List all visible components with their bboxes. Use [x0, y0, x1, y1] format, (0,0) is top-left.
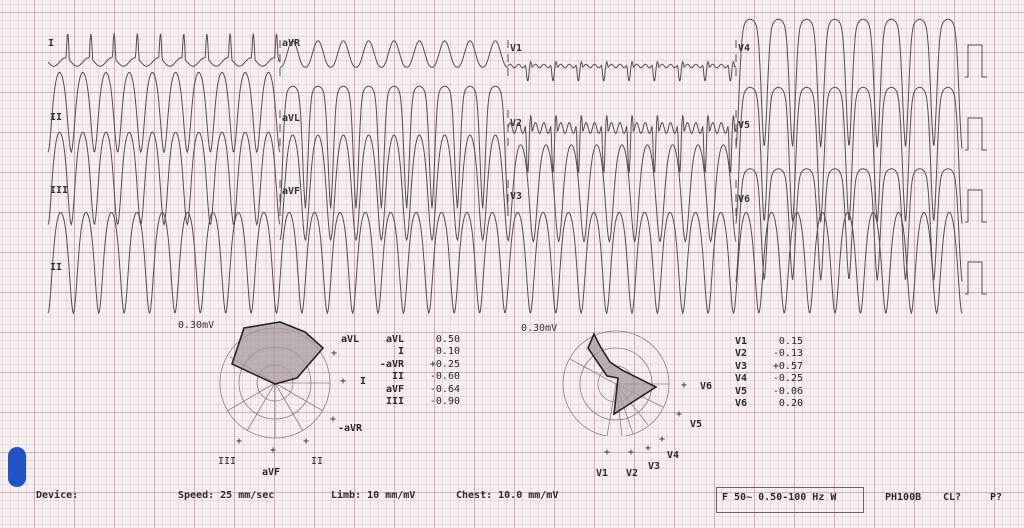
limb-gain-label: Limb: 10 mm/mV [331, 490, 416, 501]
limb-axis-I: I [360, 376, 367, 387]
lead-label-I: I [48, 38, 55, 49]
lead-label-V5: V5 [738, 120, 751, 131]
chest-plus-V3: + [645, 443, 652, 454]
p-label: P? [990, 492, 1003, 503]
limb-row: aVF-0.64 [385, 383, 460, 395]
chest-plus-V4: + [659, 434, 666, 445]
chest-row: V3+0.57 [734, 360, 803, 372]
speed-label: Speed: 25 mm/sec [178, 490, 275, 501]
filter-label: F 50~ 0.50-100 Hz W [722, 492, 837, 503]
lead-label-V6: V6 [738, 194, 751, 205]
chest-plus-V2: + [628, 447, 635, 458]
calibration-pulse [965, 117, 987, 151]
limb-axis-aVL: aVL [341, 334, 360, 345]
limb-axis-neg-aVR: -aVR [338, 423, 363, 434]
filter-box [716, 487, 864, 513]
chest-scale-label: 0.30mV [521, 323, 558, 334]
trace-aVR [279, 40, 509, 68]
chest-row: V2-0.13 [734, 348, 803, 360]
trace-V6 [735, 168, 963, 282]
limb-row: -aVR+0.25 [379, 358, 460, 370]
lead-label-II: II [50, 112, 63, 123]
chest-axis-V5: V5 [690, 419, 703, 430]
limb-axis-II: II [311, 456, 324, 467]
chest-plus-V5: + [676, 409, 683, 420]
lead-label-V2: V2 [510, 118, 523, 129]
trace-V3 [507, 144, 737, 243]
chest-gain-label: Chest: 10.0 mm/mV [456, 490, 559, 501]
chest-axis-V3: V3 [648, 461, 661, 472]
limb-plus-III: + [236, 436, 243, 447]
lead-label-aVL: aVL [282, 113, 301, 124]
calibration-pulse [965, 189, 987, 223]
limb-plus-I: + [340, 376, 347, 387]
chest-plus-V6: + [681, 380, 688, 391]
trace-V2 [507, 115, 737, 174]
trace-II-rhythm [47, 211, 963, 315]
limb-plus-II: + [303, 436, 310, 447]
trace-V1 [507, 60, 737, 82]
limb-axis-III: III [218, 456, 237, 467]
limb-plus-neg-aVR: + [330, 414, 337, 425]
calibration-pulse [965, 44, 987, 78]
home-indicator-pill[interactable] [8, 447, 26, 487]
chest-axis-V2: V2 [626, 468, 639, 479]
trace-I [47, 33, 281, 67]
chest-axis-V1: V1 [596, 468, 609, 479]
chest-row: V5-0.06 [734, 385, 803, 397]
lead-label-rhythm-II: II [50, 262, 63, 273]
lead-label-V3: V3 [510, 191, 523, 202]
lead-label-V1: V1 [510, 43, 523, 54]
chest-axis-V6: V6 [700, 381, 713, 392]
limb-axis-aVF: aVF [262, 467, 281, 478]
trace-II [47, 71, 281, 154]
limb-row: II-0.60 [391, 371, 460, 383]
lead-label-III: III [50, 185, 69, 196]
limb-vector-diagram [219, 321, 331, 439]
device-label: Device: [36, 490, 79, 501]
calibration-pulse [965, 261, 987, 295]
limb-plus-aVF: + [270, 445, 277, 456]
trace-V5 [735, 86, 963, 224]
chest-vector-diagram [562, 330, 670, 436]
trace-III [47, 131, 281, 227]
cl-label: CL? [943, 492, 962, 503]
trace-aVL [279, 85, 509, 209]
limb-plus-aVL: + [331, 348, 338, 359]
chest-plus-V1: + [604, 447, 611, 458]
model-label: PH100B [885, 492, 922, 503]
trace-aVF [279, 134, 509, 242]
lead-label-aVR: aVR [282, 38, 301, 49]
lead-label-V4: V4 [738, 43, 751, 54]
limb-row: III-0.90 [385, 396, 460, 408]
chest-axis-V4: V4 [667, 450, 680, 461]
limb-scale-label: 0.30mV [178, 320, 215, 331]
trace-V4 [735, 18, 963, 149]
chest-row: V4-0.25 [734, 373, 803, 385]
lead-label-aVF: aVF [282, 186, 301, 197]
